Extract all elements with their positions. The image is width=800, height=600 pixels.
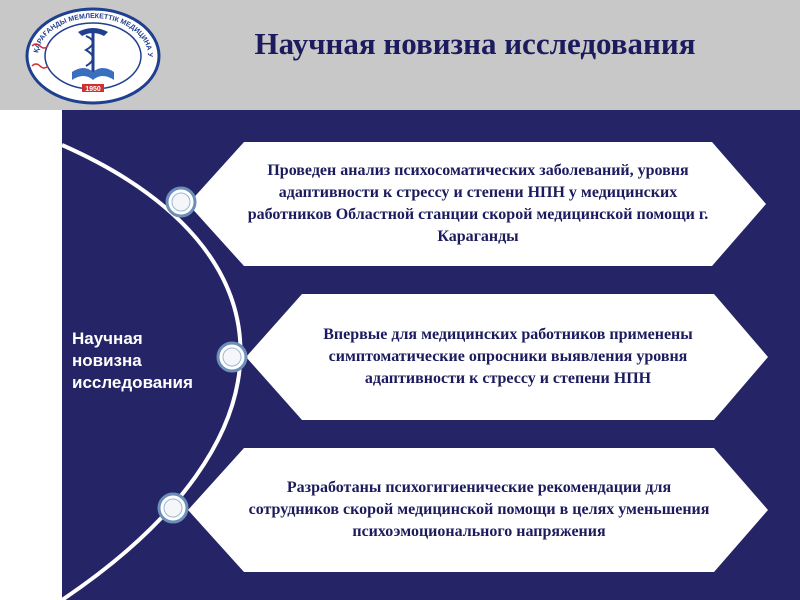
side-label-line3: исследования xyxy=(72,373,193,392)
finding-card-1: Проведен анализ психосоматических заболе… xyxy=(188,140,768,268)
finding-text-2: Впервые для медицинских работников приме… xyxy=(323,326,693,387)
university-logo: ҚАРАҒАНДЫ МЕМЛЕКЕТТІК МЕДИЦИНА УНИВЕРСИТ… xyxy=(24,6,161,105)
finding-text-3: Разработаны психогигиенические рекоменда… xyxy=(248,479,710,540)
node-circle-1 xyxy=(165,186,197,218)
header-band: ҚАРАҒАНДЫ МЕМЛЕКЕТТІК МЕДИЦИНА УНИВЕРСИТ… xyxy=(0,0,800,110)
page-title: Научная новизна исследования xyxy=(254,26,696,61)
side-label-line2: новизна xyxy=(72,351,142,370)
node-circle-3 xyxy=(157,492,189,524)
finding-text-1: Проведен анализ психосоматических заболе… xyxy=(247,162,709,245)
side-label-line1: Научная xyxy=(72,329,143,348)
node-circle-2 xyxy=(216,341,248,373)
finding-card-3: Разработаны психогигиенические рекоменда… xyxy=(188,446,770,574)
side-label: Научная новизна исследования xyxy=(72,328,193,394)
finding-card-2: Впервые для медицинских работников приме… xyxy=(246,292,770,422)
logo-year: 1950 xyxy=(85,86,101,93)
